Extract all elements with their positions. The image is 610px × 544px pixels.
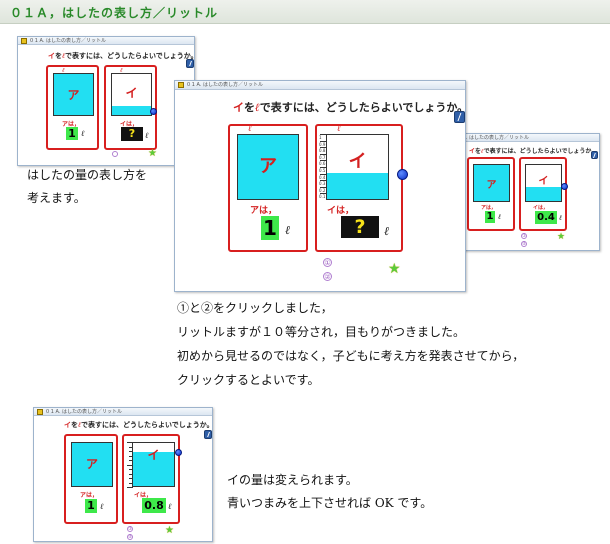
- scale-label: 0.4: [319, 175, 326, 180]
- page-title: ０１Ａ，はしたの表し方／リットル: [10, 6, 219, 20]
- vessel-card-a: ア アは， 1 ℓ: [64, 434, 118, 524]
- scale-tick: [127, 487, 133, 488]
- level-knob[interactable]: [150, 108, 157, 115]
- scale-tick: [129, 483, 133, 484]
- scale-tick: [320, 187, 327, 188]
- scale-tick: [129, 460, 133, 461]
- unknown-value-box: ?: [121, 127, 143, 141]
- star-icon[interactable]: ★: [557, 232, 566, 242]
- note-line-1: イの量は変えられます。: [227, 473, 358, 487]
- scale-label: 0.3: [319, 181, 326, 186]
- scale-label: 0.1: [319, 194, 326, 199]
- scale-label: 0.8: [319, 148, 326, 153]
- scale-label: 0.5: [319, 168, 326, 173]
- circle-button-1[interactable]: ①: [127, 526, 133, 532]
- circle-button-1[interactable]: [112, 151, 118, 157]
- pencil-icon[interactable]: [454, 111, 465, 123]
- screenshot-window-3: 0 1 A. はしたの表し方／リットル イをℓで表すには、どうしたらよいでしょう…: [440, 133, 600, 251]
- scale-tick: [320, 141, 327, 142]
- pencil-icon[interactable]: [204, 430, 212, 439]
- screenshot-window-2: 0 1 A. はしたの表し方／リットル イをℓで表すには、どうしたらよいでしょう…: [174, 80, 466, 292]
- pencil-icon[interactable]: [186, 59, 194, 68]
- intro-text-line-2: 考えます。: [27, 191, 86, 205]
- scale-label: 0.7: [319, 155, 326, 160]
- star-icon[interactable]: ★: [165, 525, 174, 536]
- screenshot-window-1: 0 1 A. はしたの表し方／リットル イをℓで表すには、どうしたらよいでしょう…: [17, 36, 195, 166]
- unknown-value-box: ?: [341, 216, 379, 238]
- page-header: ０１Ａ，はしたの表し方／リットル: [0, 0, 610, 24]
- scale-tick: [129, 469, 133, 470]
- scale-tick: [320, 180, 327, 181]
- circle-button-1[interactable]: ①: [521, 233, 527, 239]
- vessel-card-i: イ イは， 0.8 ℓ: [122, 434, 182, 524]
- circle-button-2[interactable]: ②: [521, 241, 527, 247]
- level-knob[interactable]: [397, 169, 408, 180]
- scale-label: 1: [319, 135, 322, 140]
- scale-tick: [129, 451, 133, 452]
- scale-label: 0.2: [319, 188, 326, 193]
- paragraph-line-3: 初めから見せるのではなく，子どもに考え方を発表させてから，: [177, 349, 525, 363]
- paragraph-line-1: ①と②をクリックしました，: [177, 301, 333, 315]
- circle-button-1[interactable]: ①: [323, 258, 332, 267]
- star-icon[interactable]: ★: [388, 261, 401, 277]
- question-text: イをℓで表すには、どうしたらよいでしょうか。: [64, 420, 213, 429]
- scale-tick: [129, 456, 133, 457]
- star-icon[interactable]: ★: [148, 148, 157, 159]
- question-text: イをℓで表すには、どうしたらよいでしょうか。: [48, 51, 195, 60]
- circle-button-2[interactable]: ②: [127, 534, 133, 540]
- paragraph-line-4: クリックするとよいです。: [177, 373, 320, 387]
- scale-label: 0.6: [319, 161, 326, 166]
- level-knob[interactable]: [561, 183, 568, 190]
- question-text: イをℓで表すには、どうしたらよいでしょうか。: [469, 148, 598, 155]
- scale-tick: [129, 478, 133, 479]
- vessel-card-i: ℓ イ イは， ? ℓ: [104, 65, 157, 150]
- scale-label: 0.9: [319, 142, 326, 147]
- scale-tick: [320, 174, 327, 175]
- scale-tick: [320, 134, 327, 135]
- water-level: [112, 105, 151, 115]
- vessel-i: イ: [111, 73, 152, 116]
- window-titlebar: 0 1 A. はしたの表し方／リットル: [18, 37, 194, 45]
- note-line-2: 青いつまみを上下させれば OK です。: [227, 496, 433, 510]
- vessel-card-a: ℓ ア アは， 1 ℓ: [46, 65, 99, 150]
- pencil-icon[interactable]: [591, 151, 598, 159]
- vessel-i-scaled: イ: [327, 134, 389, 200]
- scale-tick: [320, 154, 327, 155]
- vessel-card-i: イ イは， 0.4 ℓ: [519, 157, 568, 231]
- vessel-card-a: ℓ ア アは， 1 ℓ: [228, 124, 308, 252]
- vessel-a: ア: [53, 73, 94, 116]
- screenshot-window-4: 0 1 A. はしたの表し方／リットル イをℓで表すには、どうしたらよいでしょう…: [33, 407, 213, 542]
- level-knob[interactable]: [175, 449, 182, 456]
- scale-tick: [127, 465, 133, 466]
- scale-tick: [129, 474, 133, 475]
- paragraph-line-2: リットルますが１０等分され，目もりがつきました。: [177, 325, 466, 339]
- question-text: イをℓで表すには、どうしたらよいでしょうか。: [233, 101, 466, 114]
- scale-tick: [320, 167, 327, 168]
- scale-tick: [129, 447, 133, 448]
- circle-button-2[interactable]: ②: [323, 272, 332, 281]
- app-icon: [21, 38, 27, 44]
- vessel-card-a: ア アは， 1 ℓ: [467, 157, 515, 231]
- scale-tick: [320, 160, 327, 161]
- scale-tick: [320, 193, 327, 194]
- intro-text-line-1: はしたの量の表し方を: [27, 168, 148, 182]
- scale-tick: [320, 147, 327, 148]
- scale-tick: [127, 442, 133, 443]
